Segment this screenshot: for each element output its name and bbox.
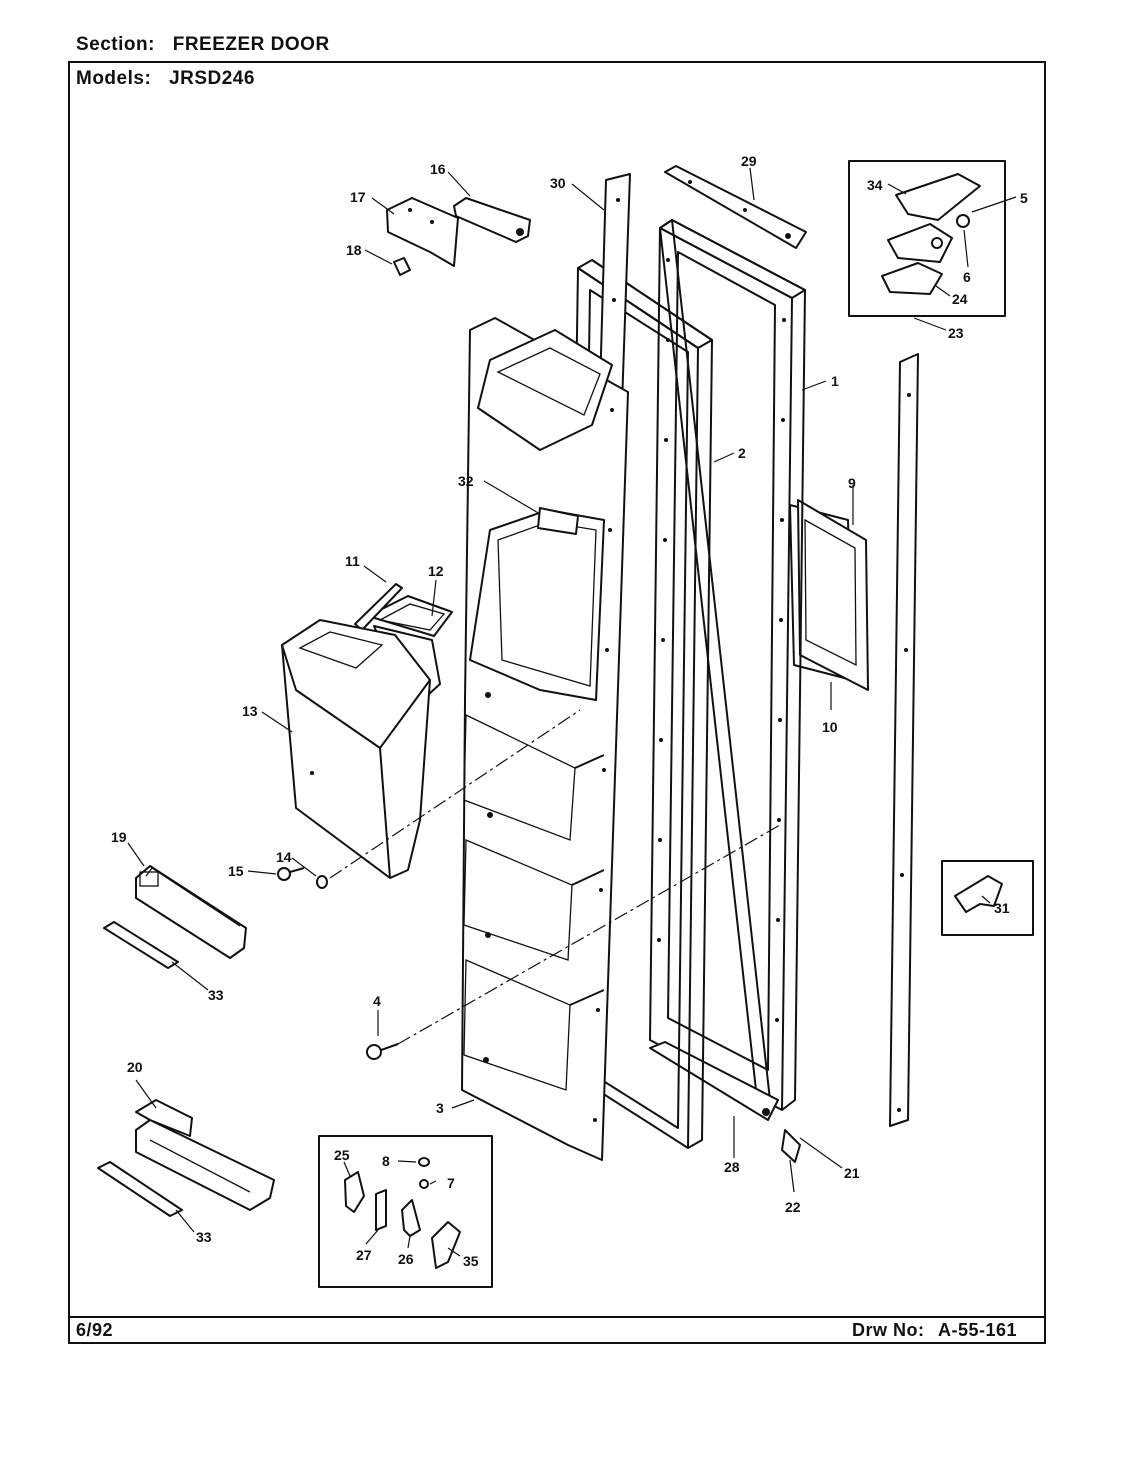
models-title: Models: JRSD246 — [76, 68, 255, 90]
callout-26: 26 — [398, 1251, 414, 1267]
part-20-bracket — [135, 1099, 275, 1211]
part-19-bin — [135, 865, 247, 959]
footer-date: 6/92 — [76, 1320, 114, 1340]
callout-14: 14 — [276, 849, 292, 865]
callout-18: 18 — [346, 242, 362, 258]
callout-2: 2 — [738, 445, 746, 461]
callout-23: 23 — [948, 325, 964, 341]
diagram-frame — [68, 61, 1046, 1344]
callout-22: 22 — [785, 1199, 801, 1215]
models-label: Models: — [76, 68, 152, 89]
drawing-label: Drw No: — [852, 1320, 925, 1340]
section-value: FREEZER DOOR — [172, 34, 330, 55]
footer-divider — [68, 1316, 1046, 1318]
callout-3: 3 — [436, 1100, 444, 1116]
part-3-door-liner — [461, 317, 629, 1161]
part-29-hinge-bar — [664, 165, 807, 249]
section-label: Section: — [76, 34, 155, 55]
callout-28: 28 — [724, 1159, 740, 1175]
callout-8: 8 — [382, 1153, 390, 1169]
inset-part-31 — [941, 860, 1034, 936]
callout-31: 31 — [994, 900, 1010, 916]
callout-35: 35 — [463, 1253, 479, 1269]
callout-27: 27 — [356, 1247, 372, 1263]
part-33-trim-b — [97, 1161, 183, 1217]
callout-10: 10 — [822, 719, 838, 735]
callout-16: 16 — [430, 161, 446, 177]
inset-small-hardware — [318, 1135, 493, 1288]
part-9-10-panels — [789, 499, 869, 691]
leader-lines — [127, 167, 1017, 1257]
callout-5: 5 — [1020, 190, 1028, 206]
callout-17: 17 — [350, 189, 366, 205]
callout-25: 25 — [334, 1147, 350, 1163]
callout-11: 11 — [345, 553, 360, 569]
callout-21: 21 — [844, 1165, 860, 1181]
part-33-trim-a — [103, 921, 179, 969]
callout-numbers: 1 2 3 4 5 6 7 8 9 10 11 12 13 14 15 16 1… — [111, 153, 1028, 1269]
footer-drawing-number: Drw No: A-55-161 — [852, 1320, 1017, 1341]
section-title: Section: FREEZER DOOR — [76, 34, 330, 56]
callout-6: 6 — [963, 269, 971, 285]
part-4-screw — [366, 1043, 399, 1060]
inset-hinge-parts — [848, 160, 1006, 317]
callout-9: 9 — [848, 475, 856, 491]
part-28-bottom-hinge — [649, 1041, 801, 1163]
alignment-line-b — [397, 824, 781, 1045]
callout-34: 34 — [867, 177, 883, 193]
callout-33b: 33 — [196, 1229, 212, 1245]
part-23-trim-strip — [889, 353, 919, 1127]
callout-15: 15 — [228, 863, 244, 879]
models-value: JRSD246 — [169, 68, 255, 89]
callout-1: 1 — [831, 373, 839, 389]
callout-12: 12 — [428, 563, 444, 579]
callout-29: 29 — [741, 153, 757, 169]
callout-30: 30 — [550, 175, 566, 191]
callout-7: 7 — [447, 1175, 455, 1191]
callout-33a: 33 — [208, 987, 224, 1003]
part-1-door-frame — [649, 219, 806, 1111]
part-16-17-18-hardware — [386, 197, 531, 276]
callout-4: 4 — [373, 993, 381, 1009]
part-13-dispenser-housing — [281, 619, 431, 879]
part-14-15-fasteners — [277, 867, 328, 889]
callout-19: 19 — [111, 829, 127, 845]
alignment-line-a — [329, 709, 581, 879]
callout-20: 20 — [127, 1059, 143, 1075]
callout-24: 24 — [952, 291, 968, 307]
callout-13: 13 — [242, 703, 258, 719]
drawing-number: A-55-161 — [938, 1320, 1018, 1340]
callout-32: 32 — [458, 473, 474, 489]
